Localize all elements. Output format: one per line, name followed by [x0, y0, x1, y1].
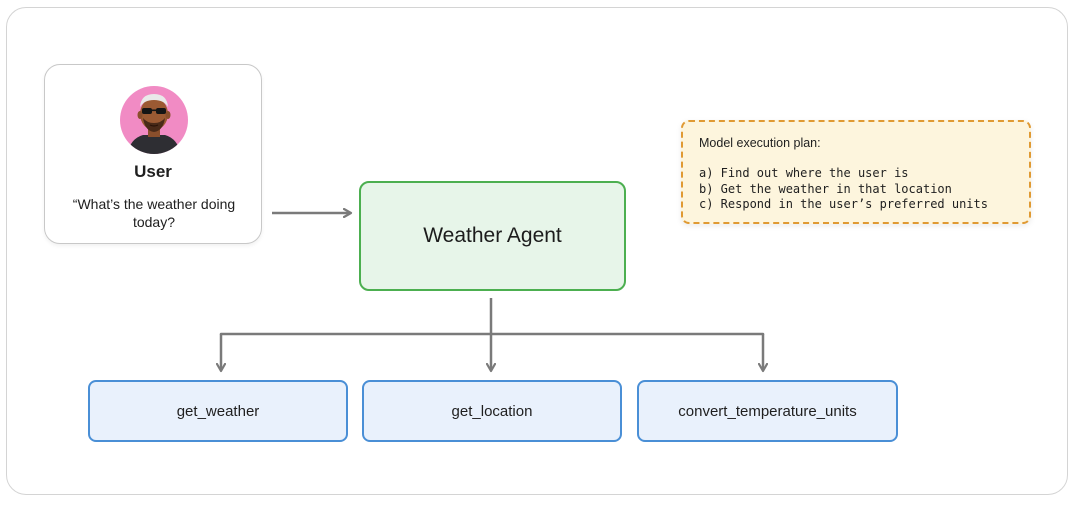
tool-get-location-label: get_location	[451, 402, 533, 420]
weather-agent-label: Weather Agent	[423, 224, 562, 247]
execution-plan-step: b) Get the weather in that location	[699, 181, 952, 196]
execution-plan-step: a) Find out where the user is	[699, 166, 909, 180]
tool-get-location: get_location	[362, 380, 622, 442]
user-title: User	[134, 162, 172, 181]
execution-plan-steps: a) Find out where the user is b) Get the…	[699, 166, 988, 213]
tool-get-weather-label: get_weather	[176, 402, 260, 420]
weather-agent-box: Weather Agent	[359, 181, 626, 291]
user-avatar-icon	[120, 86, 188, 154]
execution-plan-note: Model execution plan: a) Find out where …	[681, 120, 1031, 224]
user-card: User “What’s the weather doing today?	[44, 64, 262, 244]
user-quote: “What’s the weather doing today?	[72, 196, 236, 230]
tool-convert-temperature-units-label: convert_temperature_units	[678, 402, 857, 420]
tool-convert-temperature-units: convert_temperature_units	[637, 380, 898, 442]
tool-get-weather: get_weather	[88, 380, 348, 442]
execution-plan-step: c) Respond in the user’s preferred units	[699, 197, 988, 211]
execution-plan-title: Model execution plan:	[699, 136, 821, 150]
